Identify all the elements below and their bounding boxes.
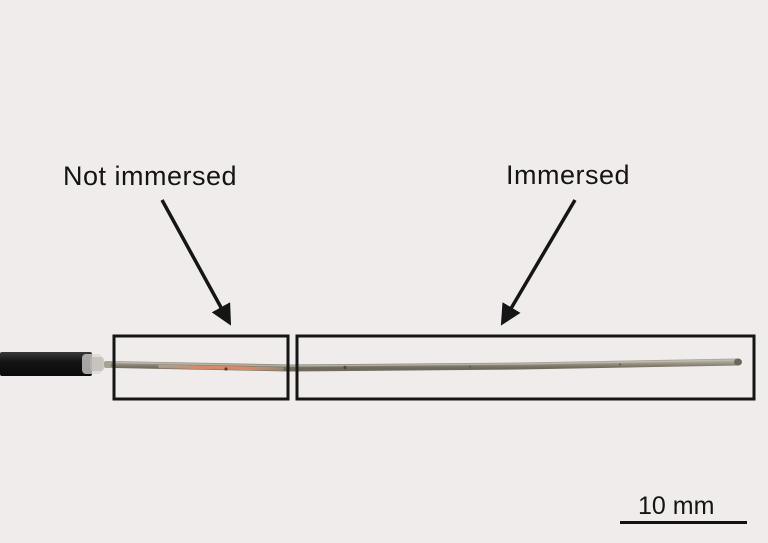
scale-bar	[620, 521, 747, 524]
scale-bar-label: 10 mm	[638, 492, 715, 520]
immersed-label: Immersed	[506, 160, 631, 190]
not-immersed-arrow	[160, 199, 232, 326]
wire-sample	[110, 358, 742, 372]
immersed-region-box	[295, 334, 756, 401]
not-immersed-region-box	[112, 334, 290, 401]
copper-exposure	[158, 364, 284, 371]
not-immersed-label: Not immersed	[63, 161, 238, 191]
cable-jacket	[0, 352, 116, 376]
immersed-arrow	[500, 199, 577, 326]
